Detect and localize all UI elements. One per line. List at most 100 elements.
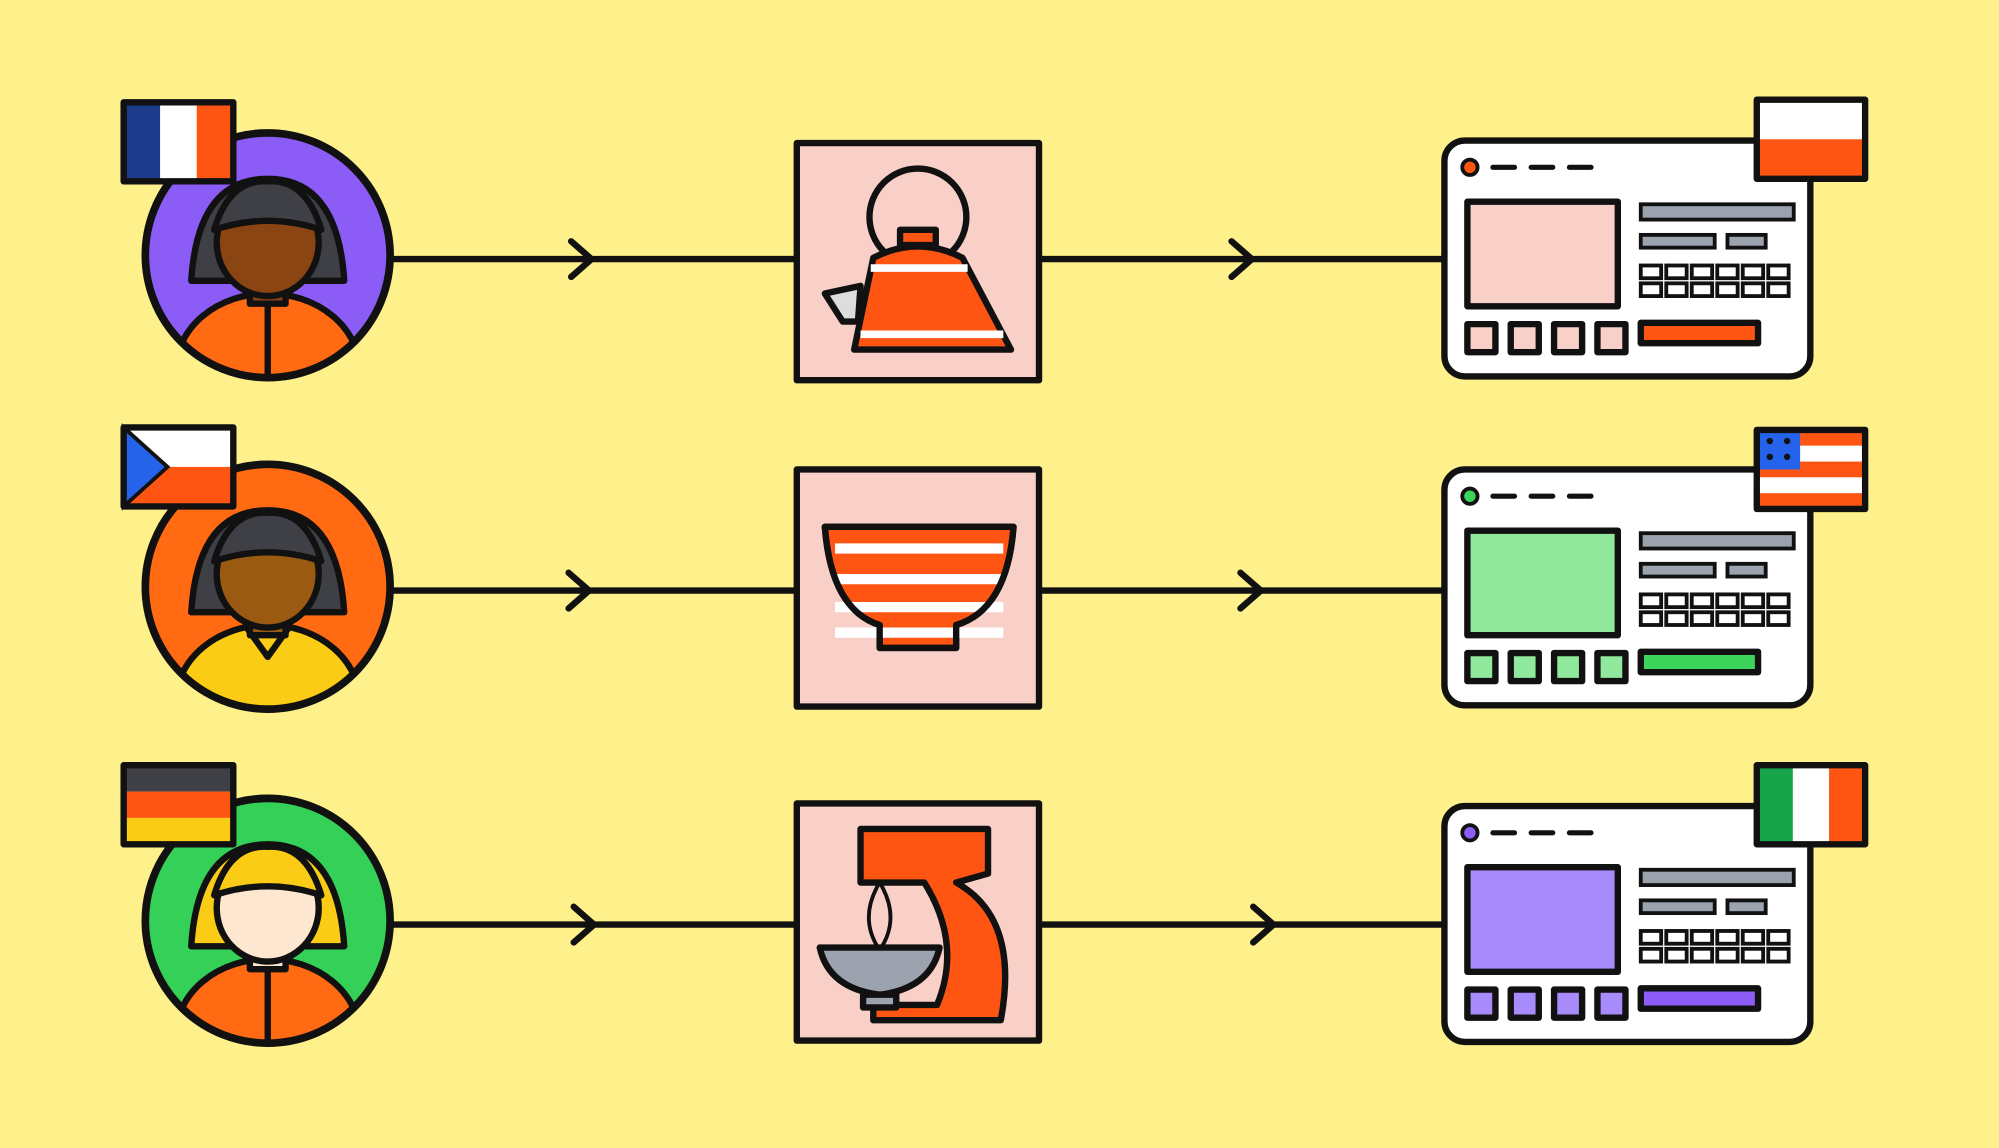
flag-stripe xyxy=(1756,477,1866,494)
thumbnail xyxy=(1594,986,1629,1021)
flag-border xyxy=(120,762,237,848)
flag-stripe xyxy=(1792,765,1830,845)
option-cell xyxy=(1740,263,1766,281)
avatar-border xyxy=(141,460,394,713)
arrow-head-icon xyxy=(565,569,593,612)
option-cell xyxy=(1638,592,1664,610)
flag-border xyxy=(1753,762,1869,848)
option-cell xyxy=(1638,610,1664,627)
option-cell xyxy=(1766,281,1791,298)
option-cell xyxy=(1638,263,1664,281)
flow-row xyxy=(120,423,1869,713)
option-cell xyxy=(1638,281,1664,298)
flag-stripe xyxy=(1756,493,1866,509)
origin-flag-france xyxy=(120,99,237,185)
option-cell xyxy=(1766,610,1791,627)
price-bar xyxy=(1725,898,1768,916)
avatar xyxy=(141,460,394,713)
option-cell xyxy=(1664,946,1689,964)
title-bar xyxy=(1638,531,1796,551)
option-cell xyxy=(1715,610,1740,627)
option-cell xyxy=(1664,281,1689,298)
thumbnail xyxy=(1550,649,1586,685)
flag-stripe xyxy=(123,791,234,818)
price-bar xyxy=(1638,898,1717,916)
option-cell xyxy=(1740,946,1766,964)
arrow-head-icon xyxy=(1250,903,1277,946)
person xyxy=(172,841,363,1044)
option-cell xyxy=(1740,610,1766,627)
target-flag-poland xyxy=(1753,96,1869,182)
option-cell xyxy=(1715,946,1740,964)
option-cell xyxy=(1740,592,1766,610)
arrow-head-icon xyxy=(567,238,595,281)
option-cell xyxy=(1689,281,1715,298)
flag-stripe xyxy=(196,102,234,182)
bowl-icon xyxy=(821,523,1017,652)
storefront-window xyxy=(1441,137,1814,380)
target-flag-usa xyxy=(1753,426,1869,513)
product-image-placeholder xyxy=(1464,527,1622,639)
flag-stripe xyxy=(1756,765,1793,845)
buy-button xyxy=(1637,648,1762,676)
price-bar xyxy=(1638,232,1717,250)
option-cell xyxy=(1638,946,1664,964)
option-cell xyxy=(1715,929,1740,946)
avatar xyxy=(141,794,394,1047)
option-cell xyxy=(1689,946,1715,964)
browser-dot xyxy=(1460,823,1480,843)
option-cell xyxy=(1638,929,1664,946)
person xyxy=(172,507,363,710)
thumbnail xyxy=(1594,320,1629,356)
flag-stripe xyxy=(123,102,161,182)
thumbnail xyxy=(1464,320,1499,356)
avatar xyxy=(141,129,394,382)
thumbnail xyxy=(1464,986,1499,1021)
option-cell xyxy=(1715,281,1740,298)
target-flag-ireland xyxy=(1753,762,1869,848)
mixer-bowl-base xyxy=(859,991,900,1011)
thumbnail xyxy=(1550,320,1586,356)
stand-mixer-icon xyxy=(816,825,1009,1024)
title-bar xyxy=(1638,202,1796,222)
flag-border xyxy=(1753,96,1869,182)
avatar-border xyxy=(141,794,394,1047)
flag-canton xyxy=(1756,429,1801,470)
flag-stripe xyxy=(1829,765,1866,845)
thumbnail xyxy=(1464,649,1499,685)
flag-stripe xyxy=(1756,139,1866,179)
price-bar xyxy=(1725,561,1768,579)
flag-stripe xyxy=(123,765,234,792)
flag-star xyxy=(1783,453,1791,461)
thumbnail xyxy=(1507,986,1542,1021)
thumbnail xyxy=(1550,986,1586,1021)
browser-dot xyxy=(1460,486,1480,506)
flag-stripe xyxy=(123,817,234,845)
flag-star xyxy=(1766,437,1773,445)
buy-button xyxy=(1637,985,1762,1012)
product-card xyxy=(793,139,1043,384)
storefront-window xyxy=(1441,802,1814,1046)
bowl-outline xyxy=(821,523,1017,652)
flag-stripe xyxy=(1756,99,1866,140)
browser-dot xyxy=(1460,157,1480,177)
option-cell xyxy=(1664,610,1689,627)
hair-fringe xyxy=(210,843,325,899)
arrow-head-icon xyxy=(1228,238,1256,281)
flow-row xyxy=(120,96,1869,384)
option-cell xyxy=(1766,946,1791,964)
thumbnail xyxy=(1594,649,1629,685)
flag-border xyxy=(1753,426,1869,513)
avatar-border xyxy=(141,129,394,382)
price-bar xyxy=(1638,561,1717,579)
option-cell xyxy=(1689,263,1715,281)
buy-button xyxy=(1637,319,1762,347)
product-card xyxy=(793,800,1043,1044)
option-cell xyxy=(1664,263,1689,281)
origin-flag-czechia xyxy=(120,423,237,511)
arrow-head-icon xyxy=(1237,569,1265,612)
option-cell xyxy=(1715,263,1740,281)
kettle-icon xyxy=(821,165,1015,353)
title-bar xyxy=(1638,867,1796,887)
